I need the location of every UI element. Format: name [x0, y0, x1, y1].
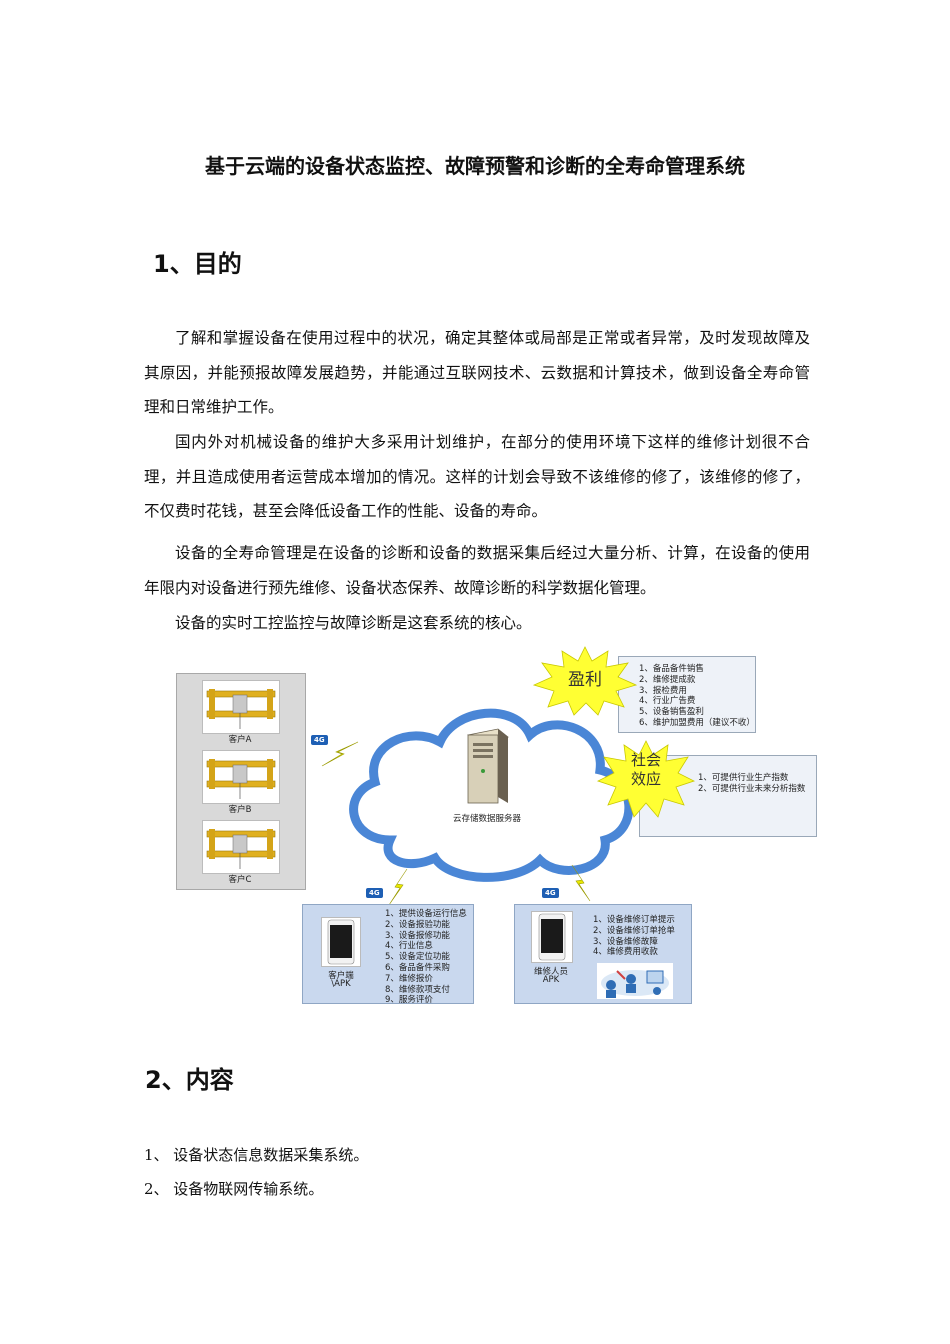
list-item: 8、维修款项支付	[385, 984, 450, 995]
list-item: 3、报检费用	[639, 685, 687, 696]
document-title: 基于云端的设备状态监控、故障预警和诊断的全寿命管理系统	[205, 154, 745, 178]
list-item: 2、可提供行业未来分析指数	[698, 783, 806, 794]
maintenance-team-icon	[597, 963, 673, 999]
list-item: 4、行业广告费	[639, 696, 696, 707]
phone-icon	[327, 919, 355, 965]
social-list: 1、可提供行业生产指数 2、可提供行业未来分析指数	[698, 773, 805, 795]
crane-image-c	[202, 820, 280, 874]
maintenance-app-box: 维修人员 APK 1、设备维修订单提示 2、设备维修订单抢单 3、设备维修故障 …	[514, 904, 692, 1004]
server-label: 云存储数据服务器	[452, 814, 521, 824]
social-burst-line1: 社会	[630, 751, 661, 769]
list-item: 1、备品备件销售	[639, 664, 704, 674]
network-badge-client-app: 4G	[366, 880, 383, 899]
paragraph-1: 了解和掌握设备在使用过程中的状况，确定其整体或局部是正常或者异常，及时发现故障及…	[144, 329, 810, 416]
list-item: 6、备品备件采购	[385, 962, 450, 973]
paragraph-2: 国内外对机械设备的维护大多采用计划维护，在部分的使用环境下这样的维修计划很不合理…	[144, 433, 810, 520]
4g-badge: 4G	[311, 735, 328, 745]
content-list-item-2: 2、 设备物联网传输系统。	[144, 1180, 324, 1198]
list-item: 1、可提供行业生产指数	[698, 773, 789, 783]
4g-badge: 4G	[366, 888, 383, 898]
list-item: 2、设备维修订单抢单	[593, 925, 675, 936]
server-icon	[467, 728, 509, 804]
list-item: 7、维修报价	[385, 973, 433, 984]
social-burst-label: 社会 效应	[622, 751, 670, 789]
profit-info-box: 1、备品备件销售 2、维修提成款 3、报检费用 4、行业广告费 5、设备销售盈利…	[618, 656, 756, 733]
client-c-label: 客户C	[228, 875, 252, 885]
list-item: 2、设备报验功能	[385, 919, 450, 930]
phone-icon	[538, 913, 566, 961]
crane-image-b	[202, 750, 280, 804]
list-item: 3、设备维修故障	[593, 936, 658, 947]
list-item: 3、设备报修功能	[385, 930, 450, 941]
section-2-heading: 2、内容	[145, 1066, 234, 1094]
clients-panel: 客户A 客户B 客户C	[176, 673, 306, 890]
network-badge-clients: 4G	[311, 727, 328, 746]
list-item: 6、维护加盟费用（建议不收）	[639, 717, 755, 728]
maint-app-label: 维修人员	[533, 967, 568, 977]
list-item: 4、维修费用收款	[593, 947, 658, 958]
crane-image-a	[202, 680, 280, 734]
list-item: 1、提供设备运行信息	[385, 909, 467, 919]
content-list-item-1: 1、 设备状态信息数据采集系统。	[144, 1146, 369, 1164]
social-burst-line2: 效应	[630, 770, 661, 788]
list-item: 5、设备定位功能	[385, 952, 450, 963]
social-burst-icon	[596, 740, 696, 818]
client-b-label: 客户B	[228, 805, 252, 815]
lightning-icon	[321, 741, 359, 767]
section-1-heading: 1、目的	[153, 250, 242, 278]
lightning-icon	[571, 864, 591, 902]
paragraph-4: 设备的实时工控监控与故障诊断是这套系统的核心。	[175, 614, 532, 632]
lightning-icon	[388, 868, 408, 906]
client-a-label: 客户A	[228, 735, 252, 745]
maint-app-sublabel: APK	[542, 975, 560, 985]
client-phone-frame	[321, 917, 361, 967]
client-app-box: 客户端 \APK 1、提供设备运行信息 2、设备报验功能 3、设备报修功能 4、…	[302, 904, 474, 1006]
maint-phone-frame	[531, 911, 573, 963]
profit-burst-icon	[532, 646, 638, 716]
network-badge-maint-app: 4G	[542, 880, 559, 899]
profit-burst-label: 盈利	[568, 670, 602, 690]
list-item: 9、服务评价	[385, 995, 433, 1006]
client-app-label: 客户端	[328, 971, 354, 981]
client-app-sublabel: \APK	[331, 979, 351, 989]
list-item: 2、维修提成款	[639, 674, 696, 685]
maint-app-list: 1、设备维修订单提示 2、设备维修订单抢单 3、设备维修故障 4、维修费用收款	[593, 915, 675, 958]
4g-badge: 4G	[542, 888, 559, 898]
list-item: 4、行业信息	[385, 941, 433, 952]
list-item: 1、设备维修订单提示	[593, 915, 675, 925]
profit-list: 1、备品备件销售 2、维修提成款 3、报检费用 4、行业广告费 5、设备销售盈利…	[639, 664, 755, 729]
client-app-list: 1、提供设备运行信息 2、设备报验功能 3、设备报修功能 4、行业信息 5、设备…	[385, 909, 467, 1006]
paragraph-3: 设备的全寿命管理是在设备的诊断和设备的数据采集后经过大量分析、计算，在设备的使用…	[144, 544, 810, 597]
system-diagram: 客户A 客户B 客户C	[170, 645, 830, 1010]
list-item: 5、设备销售盈利	[639, 707, 704, 718]
